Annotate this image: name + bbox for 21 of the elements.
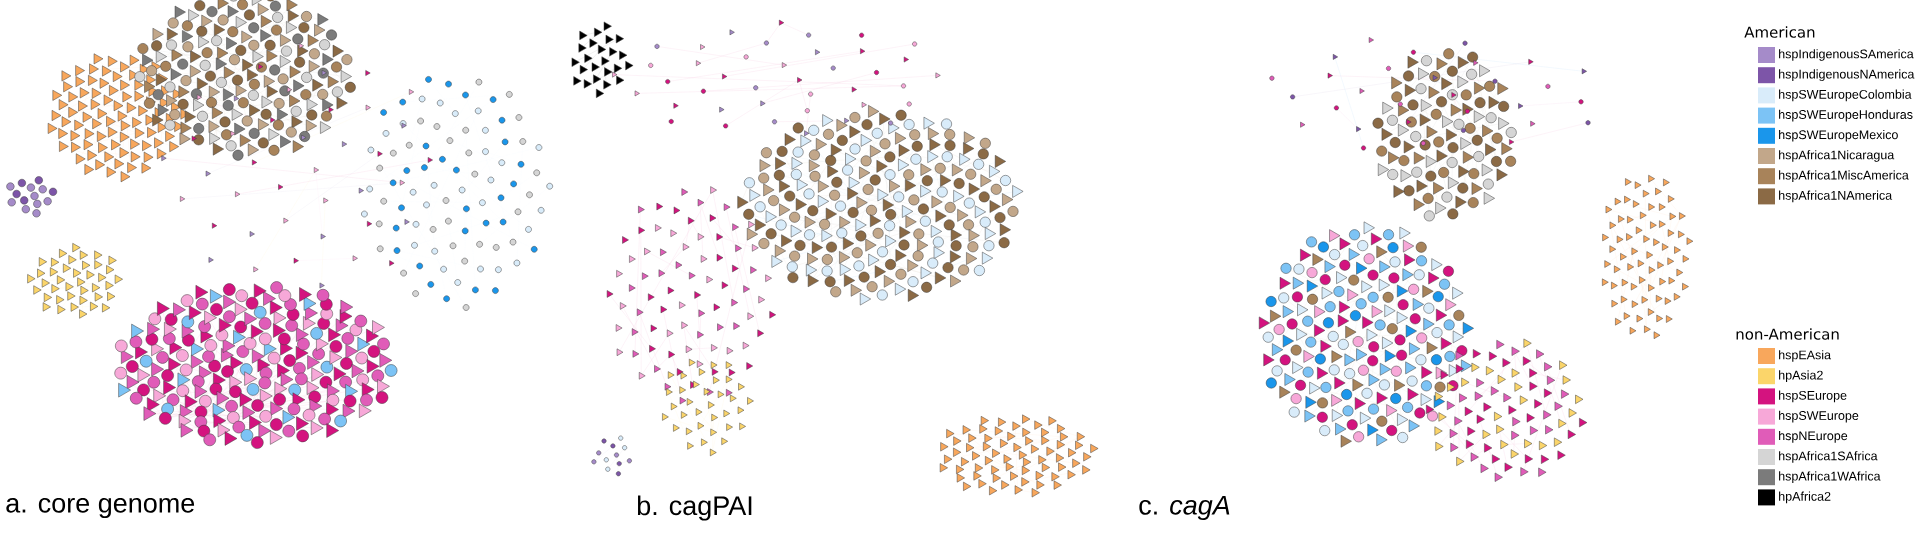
legend-label: hspAfrica1Nicaragua (1779, 150, 1895, 162)
legend-label: hspSWEuropeColombia (1779, 89, 1912, 102)
legend-heading: non-American (1736, 328, 1839, 340)
legend-label: hspIndigenousSAmerica (1779, 49, 1914, 61)
legend-label: hspEAsia (1779, 350, 1831, 362)
panel-caption: b. cagPAI (637, 495, 752, 521)
legend-label: hspAfrica1MiscAmerica (1779, 170, 1909, 182)
legend-heading: American (1744, 26, 1815, 38)
legend-label: hspIndigenousNAmerica (1779, 69, 1915, 81)
legend-label: hspSWEuropeMexico (1779, 129, 1898, 142)
panel-caption: c. cagA (1139, 495, 1230, 521)
legend-label: hspAfrica1SAfrica (1779, 451, 1878, 463)
legend-label: hspSWEurope (1779, 410, 1859, 423)
legend-label: hspSWEuropeHonduras (1779, 109, 1913, 122)
legend-label: hspNEurope (1779, 430, 1848, 443)
panel-caption: a. core genome (6, 497, 195, 519)
legend-label: hpAfrica2 (1779, 491, 1831, 504)
legend-label: hpAsia2 (1779, 370, 1823, 382)
legend-label: hspAfrica1WAfrica (1779, 471, 1881, 484)
legend-label: hspSEurope (1779, 390, 1847, 403)
legend-label: hspAfrica1NAmerica (1779, 190, 1893, 203)
